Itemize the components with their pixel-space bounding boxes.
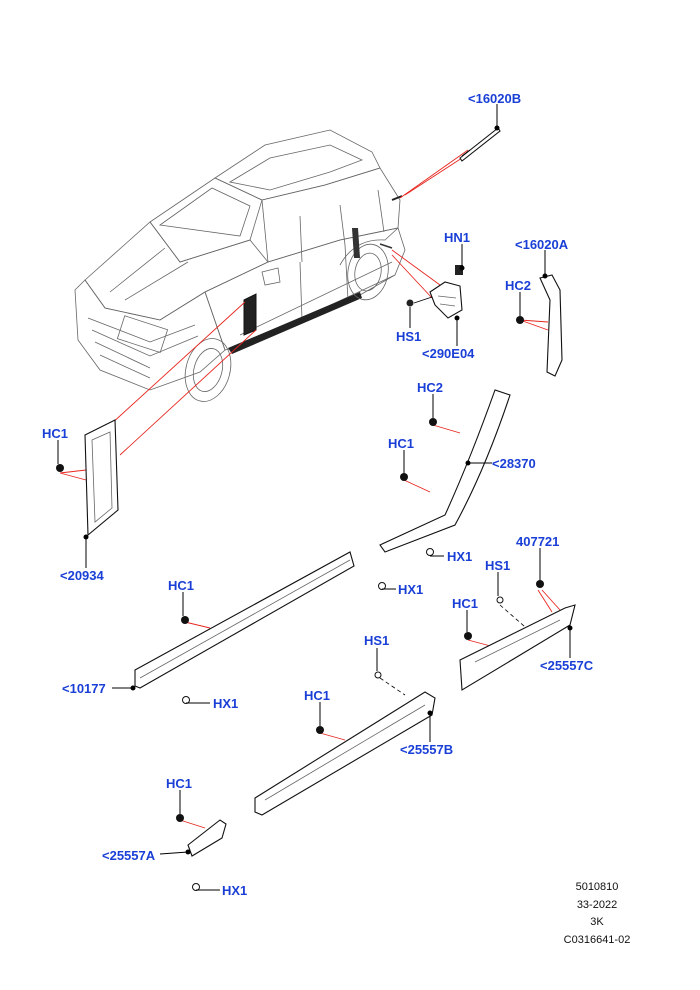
ref-line-2: 33-2022: [577, 899, 617, 911]
label-hx1-c[interactable]: HX1: [213, 696, 238, 711]
label-hc1-mid[interactable]: HC1: [388, 436, 414, 451]
label-16020a[interactable]: <16020A: [515, 237, 569, 252]
label-25557b[interactable]: <25557B: [400, 742, 453, 757]
label-25557a[interactable]: <25557A: [102, 848, 156, 863]
label-16020b[interactable]: <16020B: [468, 91, 521, 106]
label-hc2-mid[interactable]: HC2: [417, 380, 443, 395]
label-hs1-right[interactable]: HS1: [485, 558, 510, 573]
ref-line-4: C0316641-02: [564, 934, 631, 946]
label-290e04[interactable]: <290E04: [422, 346, 475, 361]
label-10177[interactable]: <10177: [62, 681, 106, 696]
label-25557c[interactable]: <25557C: [540, 658, 594, 673]
leader-lines: [57, 104, 573, 891]
label-hc1-bottom[interactable]: HC1: [166, 776, 192, 791]
parts: [56, 127, 576, 891]
label-hs1-top[interactable]: HS1: [396, 329, 421, 344]
label-28370[interactable]: <28370: [492, 456, 536, 471]
label-hx1-a[interactable]: HX1: [447, 549, 472, 564]
label-hn1[interactable]: HN1: [444, 230, 470, 245]
label-hx1-d[interactable]: HX1: [222, 883, 247, 898]
label-hc1-right[interactable]: HC1: [452, 596, 478, 611]
vehicle-illustration: [74, 129, 406, 402]
label-hx1-b[interactable]: HX1: [398, 582, 423, 597]
ref-line-1: 5010810: [576, 881, 619, 893]
label-407721[interactable]: 407721: [516, 534, 559, 549]
label-hs1-lower[interactable]: HS1: [364, 633, 389, 648]
label-hc1-sill[interactable]: HC1: [168, 578, 194, 593]
label-hc1-lower[interactable]: HC1: [304, 688, 330, 703]
drawing-reference: 5010810 33-2022 3K C0316641-02: [564, 881, 631, 946]
part-labels: <16020B HN1 <16020A HC2 HS1 <290E04 HC2 …: [42, 91, 594, 898]
label-hc1-left[interactable]: HC1: [42, 426, 68, 441]
callout-lines: [59, 149, 561, 829]
label-hc2-top[interactable]: HC2: [505, 278, 531, 293]
ref-line-3: 3K: [590, 916, 604, 928]
label-20934[interactable]: <20934: [60, 568, 105, 583]
